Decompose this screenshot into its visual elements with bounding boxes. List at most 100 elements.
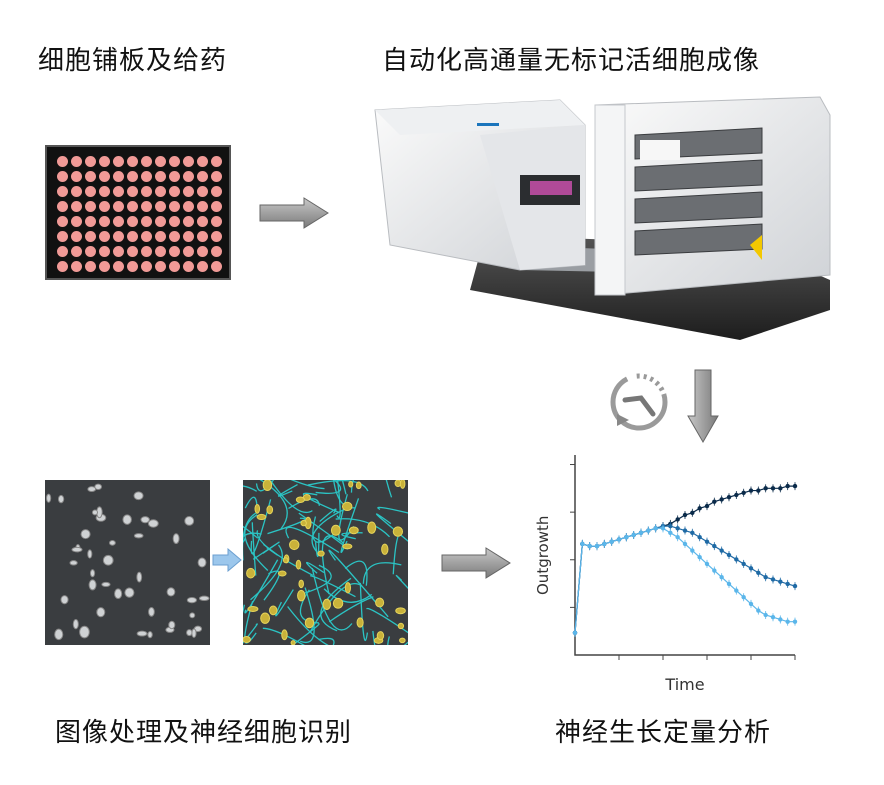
cell-body — [298, 579, 304, 589]
well — [126, 216, 138, 227]
well — [70, 201, 82, 212]
cell-body — [89, 569, 96, 578]
cell-body — [184, 516, 195, 526]
well — [210, 171, 222, 182]
well — [210, 231, 222, 242]
cell-body — [54, 628, 64, 641]
cell-body — [348, 526, 359, 535]
cell-body — [247, 606, 259, 612]
well — [196, 261, 208, 272]
well — [126, 261, 138, 272]
neurite — [340, 474, 347, 495]
well — [98, 261, 110, 272]
step4-label: 神经生长定量分析 — [555, 718, 772, 748]
well — [70, 171, 82, 182]
neurite — [392, 532, 401, 575]
well — [70, 231, 82, 242]
well — [84, 156, 96, 167]
cell-body — [256, 513, 267, 521]
cell-body — [281, 629, 288, 641]
neurite — [366, 607, 414, 637]
well — [126, 231, 138, 242]
well — [196, 156, 208, 167]
well — [182, 156, 194, 167]
well — [140, 231, 152, 242]
cell-body — [254, 503, 261, 514]
well — [56, 231, 68, 242]
well — [112, 246, 124, 257]
well — [140, 201, 152, 212]
neurite — [319, 508, 337, 522]
well — [70, 156, 82, 167]
well — [168, 216, 180, 227]
well — [196, 231, 208, 242]
neurite — [250, 499, 272, 555]
cell-body — [297, 589, 306, 602]
well — [182, 261, 194, 272]
cell-body — [87, 549, 93, 559]
well — [196, 171, 208, 182]
well-grid — [55, 154, 223, 274]
neurite — [321, 535, 345, 595]
series-line — [574, 485, 795, 633]
well — [196, 216, 208, 227]
neurite — [335, 518, 391, 538]
cell-body — [300, 519, 307, 527]
neurite — [251, 522, 257, 576]
raw-micrograph — [45, 480, 210, 645]
well — [168, 171, 180, 182]
gray-right-arrow-icon — [441, 547, 511, 579]
cell-body — [87, 486, 97, 493]
well — [112, 201, 124, 212]
well — [84, 261, 96, 272]
y-axis-label: Outgrowth — [534, 516, 552, 595]
cell-body — [148, 606, 155, 617]
well — [70, 216, 82, 227]
well — [126, 156, 138, 167]
cell-body — [376, 631, 385, 641]
neurite — [278, 483, 298, 497]
cell-body — [277, 570, 287, 577]
cell-body — [266, 505, 274, 515]
cell-body — [147, 631, 153, 639]
cell-body — [186, 629, 193, 637]
cell-body — [197, 557, 207, 568]
well — [154, 186, 166, 197]
neurite — [328, 596, 374, 623]
well — [56, 156, 68, 167]
well — [56, 201, 68, 212]
well — [56, 171, 68, 182]
well — [98, 246, 110, 257]
cell-body — [392, 526, 404, 537]
well — [168, 156, 180, 167]
neurite — [288, 498, 320, 510]
cell-body — [46, 493, 52, 503]
well — [70, 261, 82, 272]
cell-body — [80, 529, 91, 540]
cell-body — [242, 636, 251, 644]
well — [98, 156, 110, 167]
well — [196, 201, 208, 212]
well — [140, 246, 152, 257]
well — [84, 201, 96, 212]
cell-body — [91, 509, 99, 516]
well — [126, 186, 138, 197]
cell-body — [114, 588, 123, 600]
cell-body — [330, 524, 341, 536]
well — [154, 261, 166, 272]
cell-body — [295, 559, 302, 570]
cell-body — [260, 612, 271, 624]
cell-body — [71, 546, 83, 553]
cell-body — [133, 491, 144, 501]
well — [112, 156, 124, 167]
gray-down-arrow-icon — [687, 369, 719, 444]
well — [70, 246, 82, 257]
cell-body — [341, 501, 353, 512]
cell-body — [136, 571, 143, 583]
well — [98, 186, 110, 197]
neurite — [359, 582, 369, 641]
well — [168, 201, 180, 212]
cell-body — [122, 514, 132, 525]
neurite — [377, 506, 428, 519]
gray-right-arrow-icon — [259, 197, 329, 229]
